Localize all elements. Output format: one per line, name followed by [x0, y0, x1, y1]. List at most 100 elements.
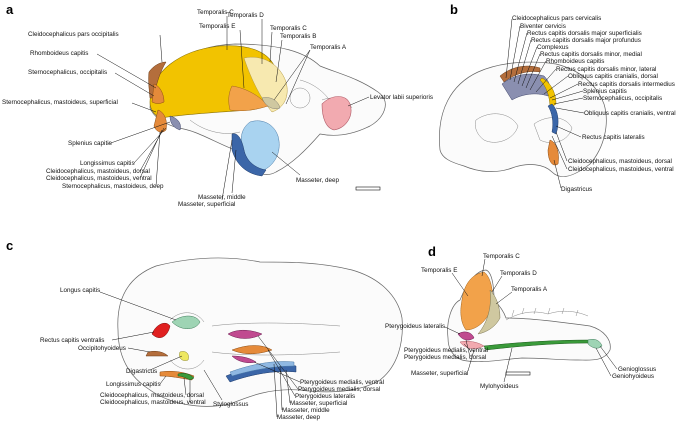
leader-line — [96, 53, 157, 89]
label-cleidocephalicus-mastoideus-ventral: Cleidocephalicus, mastoideus, ventral — [46, 175, 152, 182]
label-pterygoideus-medialis-ventral-d: Pterygoideus medialis, ventral — [404, 347, 488, 354]
panel-a-orbit — [289, 87, 311, 109]
leader-line — [451, 272, 469, 297]
panel-a: a Temporalis C Cleidocephalicus pars occ… — [2, 2, 433, 208]
label-rectus-dorsalis-major-superficialis: Rectus capitis dorsalis major superficia… — [527, 30, 642, 37]
label-styloglossus: Styloglossus — [213, 401, 248, 408]
leader-line — [149, 355, 183, 371]
panel-b-rectus-lateralis — [547, 103, 559, 135]
leader-line — [271, 151, 301, 176]
leader-line — [553, 159, 562, 189]
leader-line — [231, 149, 237, 194]
label-occipitohyoideus: Occipitohyoideus — [78, 345, 126, 352]
panel-c-letter: c — [6, 238, 13, 253]
panel-b-digastricus — [547, 139, 559, 166]
panel-d-scale-bar — [505, 371, 531, 376]
label-rectus-dorsalis-major-profundus: Rectus capitis dorsalis major profundus — [531, 37, 641, 44]
panel-a-skull-line — [189, 119, 241, 134]
panel-a-letter: a — [6, 2, 14, 17]
panel-c-pterygoid-ventral — [231, 355, 257, 363]
label-temporalis-c-d: Temporalis C — [483, 253, 520, 260]
leader-line — [555, 125, 582, 138]
panel-c-rectus-ventralis — [151, 323, 171, 338]
leader-line — [549, 83, 579, 99]
label-cleidocephalicus-mastoideus-dorsal: Cleidocephalicus, mastoideus, dorsal — [46, 168, 150, 175]
panel-c-skull-line — [169, 312, 205, 323]
label-rectus-dorsalis-intermedius: Rectus capitis dorsalis intermedius — [578, 81, 675, 88]
leader-line — [127, 347, 151, 353]
leader-line — [463, 343, 471, 351]
leader-line — [257, 335, 299, 390]
label-rhomboideus-capitis: Rhomboideus capitis — [30, 50, 88, 57]
leader-line — [551, 90, 584, 101]
label-rectus-capitis-lateralis: Rectus capitis lateralis — [582, 134, 645, 141]
panel-a-scale-bar — [355, 186, 381, 191]
panel-a-temporalis-a — [261, 97, 281, 109]
label-obliquus-cranialis-dorsal: Obliquus capitis cranialis, dorsal — [568, 73, 658, 80]
leader-line — [253, 361, 301, 383]
leader-line — [279, 365, 283, 411]
label-masseter-middle-c: Masseter, middle — [282, 407, 330, 414]
panel-b-letter: b — [450, 2, 458, 17]
label-biventer-cervicis: Biventer cervicis — [520, 23, 566, 30]
label-sternocephalicus-mastoideus-deep: Sternocephalicus, mastoideus, deep — [62, 183, 164, 190]
leader-line — [159, 375, 167, 385]
panel-d-temporalis-tan — [477, 289, 501, 335]
leader-line — [183, 377, 187, 396]
leader-line — [107, 121, 171, 145]
panel-c-digastricus — [179, 351, 189, 361]
label-rectus-dorsalis-minor-lateral: Rectus capitis dorsalis minor, lateral — [556, 66, 656, 73]
label-pterygoideus-lateralis-d: Pterygoideus lateralis — [385, 323, 445, 330]
label-temporalis-b: Temporalis B — [280, 33, 316, 40]
label-temporalis-c-right: Temporalis C — [270, 25, 307, 32]
leader-line — [553, 97, 584, 105]
label-digastricus-b: Digastricus — [561, 186, 592, 193]
label-cleidocephalicus-mastoideus-dorsal-c: Cleidocephalicus, mastoideus, dorsal — [100, 392, 204, 399]
label-masseter-deep: Masseter, deep — [296, 177, 340, 184]
label-masseter-middle: Masseter, middle — [198, 194, 246, 201]
leader-line — [509, 25, 521, 81]
label-temporalis-c: Temporalis C — [197, 9, 234, 16]
leader-line — [155, 131, 161, 187]
label-temporalis-d-d: Temporalis D — [500, 270, 537, 277]
label-cleidocephalicus-mastoideus-ventral-b: Cleidocephalicus, mastoideus, ventral — [568, 166, 674, 173]
panel-c-skull-line — [169, 359, 205, 370]
leader-line — [347, 96, 370, 107]
leader-line — [465, 339, 471, 358]
leader-line — [529, 60, 547, 91]
panel-b-foramen — [533, 117, 573, 143]
leader-line — [203, 369, 223, 401]
label-cleidocephalicus-mastoideus-ventral-c: Cleidocephalicus, mastoideus, ventral — [100, 399, 206, 406]
label-mylohyoideus: Mylohyoideus — [480, 383, 519, 390]
panel-a-levator-labii — [321, 96, 352, 131]
leader-line — [513, 32, 528, 83]
label-cleidocephalicus-pars-cervicalis: Cleidocephalicus pars cervicalis — [512, 15, 601, 22]
leader-line — [111, 331, 155, 341]
leader-line — [491, 275, 503, 293]
panel-a-temporalis-light — [243, 56, 288, 113]
label-sternocephalicus-occipitalis: Sternocephalicus, occipitalis — [28, 69, 107, 76]
panel-a-temporalis-orange — [228, 85, 269, 112]
label-temporalis-a: Temporalis A — [310, 44, 347, 51]
leader-line — [273, 49, 311, 101]
panel-a-splenius — [169, 115, 181, 131]
panel-c-pterygoid-lateral — [231, 345, 273, 354]
leader-line — [535, 68, 557, 93]
panel-a-masseter-superficial — [231, 133, 267, 177]
label-splenius-capitis: Splenius capitis — [68, 140, 112, 147]
label-temporalis-e-d: Temporalis E — [421, 267, 457, 274]
leader-line — [543, 75, 569, 95]
leader-line — [267, 349, 296, 397]
label-sternocephalicus-mastoideus-superficial: Sternocephalicus, mastoideus, superficia… — [2, 99, 118, 106]
leader-line — [505, 18, 513, 79]
label-rectus-capitis-ventralis: Rectus capitis ventralis — [40, 337, 104, 344]
panel-b-foramen — [475, 113, 519, 143]
label-geniohyoideus: Geniohyoideus — [612, 373, 654, 380]
leader-line — [273, 363, 278, 418]
leader-line — [467, 349, 475, 372]
panel-d-pterygoideus-lateralis — [457, 331, 475, 341]
leader-line — [99, 291, 177, 321]
label-longissimus-capitis: Longissimus capitis — [80, 160, 135, 167]
leader-line — [521, 46, 538, 87]
